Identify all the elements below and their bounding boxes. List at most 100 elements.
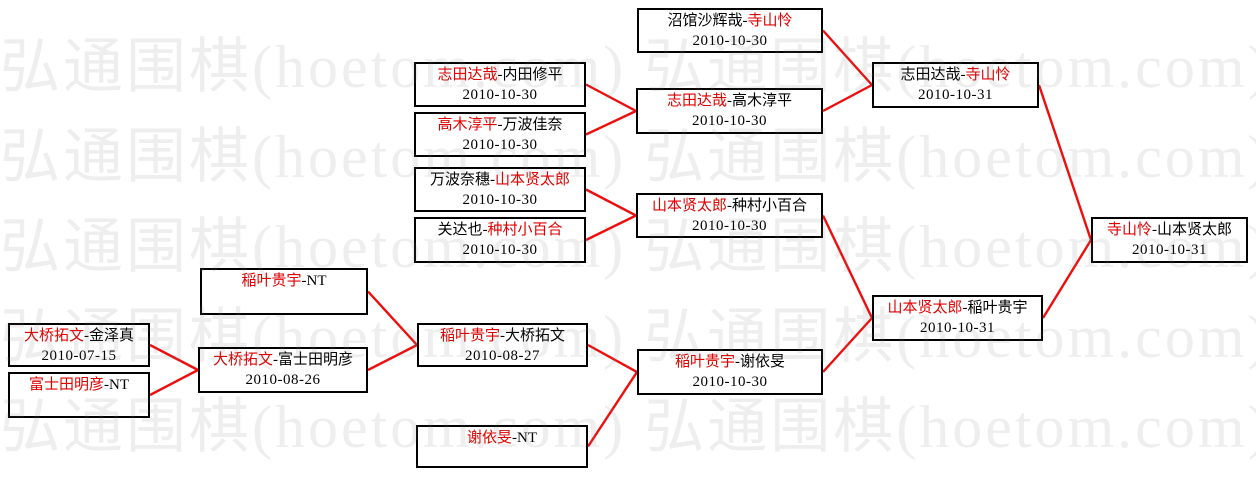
player-separator: - <box>735 354 740 370</box>
connector-line <box>822 29 873 86</box>
match-box: 大桥拓文-富士田明彦 2010-08-26 <box>198 347 368 393</box>
player2-name: 高木淳平 <box>732 93 793 109</box>
player2-name: 种村小百合 <box>732 198 808 214</box>
match-players: 志田达哉-高木淳平 <box>638 91 821 111</box>
connector-line <box>587 343 638 374</box>
match-date: 2010-10-30 <box>462 87 538 103</box>
player-separator: - <box>512 430 517 446</box>
match-players: 大桥拓文-富士田明彦 <box>200 350 366 370</box>
match-box: 富士田明彦-NT <box>8 372 150 418</box>
match-date <box>202 291 366 311</box>
match-box: 万波奈穗-山本贤太郎 2010-10-30 <box>414 167 586 212</box>
player1-name: 万波奈穗 <box>429 172 490 188</box>
player2-name: NT <box>306 273 327 289</box>
connector-line <box>822 83 873 113</box>
player1-name: 大桥拓文 <box>212 352 273 368</box>
player2-name: 寺山怜 <box>965 67 1011 83</box>
player-separator: - <box>104 377 109 393</box>
match-box: 志田达哉-寺山怜 2010-10-31 <box>872 62 1039 108</box>
player1-name: 富士田明彦 <box>28 377 104 393</box>
player-separator: - <box>727 93 732 109</box>
player1-name: 山本贤太郎 <box>887 300 963 316</box>
match-players: 志田达哉-寺山怜 <box>874 65 1037 85</box>
connector-line <box>821 214 874 319</box>
match-players: 沼馆沙辉哉-寺山怜 <box>639 11 821 31</box>
match-box: 山本贤太郎-稲叶贵宇 2010-10-31 <box>872 295 1043 341</box>
player2-name: NT <box>517 430 537 446</box>
match-players: 稲叶贵宇-大桥拓文 <box>419 326 586 346</box>
match-box: 稲叶贵宇-大桥拓文 2010-08-27 <box>417 323 588 367</box>
player-separator: - <box>960 67 966 83</box>
match-box: 谢依旻-NT <box>416 425 588 468</box>
player1-name: 稲叶贵宇 <box>241 273 302 289</box>
player2-name: 稲叶贵宇 <box>967 300 1028 316</box>
player-separator: - <box>84 328 89 344</box>
match-players: 稲叶贵宇-谢依旻 <box>639 352 821 372</box>
connector-line <box>149 343 199 372</box>
player1-name: 志田达哉 <box>666 93 727 109</box>
player-separator: - <box>482 222 488 238</box>
connector-line <box>367 343 418 372</box>
match-box: 大桥拓文-金泽真 2010-07-15 <box>8 323 150 367</box>
match-players: 寺山怜-山本贤太郎 <box>1093 220 1246 240</box>
match-date: 2010-10-30 <box>692 33 768 49</box>
match-players: 谢依旻-NT <box>418 428 586 448</box>
player2-name: 富士田明彦 <box>278 352 354 368</box>
player1-name: 志田达哉 <box>437 67 498 83</box>
match-date: 2010-07-15 <box>41 348 117 364</box>
match-date: 2010-08-26 <box>245 372 321 388</box>
match-date: 2010-10-30 <box>462 192 538 208</box>
match-players: 山本贤太郎-种村小百合 <box>638 196 821 216</box>
player-separator: - <box>962 300 968 316</box>
match-date: 2010-10-31 <box>1132 242 1207 258</box>
match-box: 志田达哉-高木淳平 2010-10-30 <box>636 88 823 134</box>
match-date: 2010-10-30 <box>692 113 767 129</box>
player2-name: 寺山怜 <box>747 13 793 29</box>
player-separator: - <box>742 13 748 29</box>
match-players: 大桥拓文-金泽真 <box>10 326 148 346</box>
connector-line <box>585 188 637 217</box>
player1-name: 稲叶贵宇 <box>674 354 735 370</box>
match-players: 高木淳平-万波佳奈 <box>416 115 584 135</box>
match-date <box>10 395 148 415</box>
player1-name: 谢依旻 <box>466 430 512 446</box>
player2-name: 谢依旻 <box>740 354 786 370</box>
player1-name: 沼馆沙辉哉 <box>667 13 743 29</box>
player2-name: NT <box>109 377 129 393</box>
match-date: 2010-10-31 <box>920 320 995 336</box>
connector-line <box>585 214 637 242</box>
player2-name: 金泽真 <box>89 328 135 344</box>
player-separator: - <box>497 117 503 133</box>
match-date <box>418 448 586 468</box>
player-separator: - <box>273 352 278 368</box>
connector-line <box>149 368 199 397</box>
player2-name: 种村小百合 <box>487 222 563 238</box>
match-players: 富士田明彦-NT <box>10 375 148 395</box>
match-date: 2010-08-27 <box>465 348 540 364</box>
match-box: 稲叶贵宇-NT <box>200 268 368 315</box>
connector-line <box>586 371 639 448</box>
player2-name: 山本贤太郎 <box>1157 222 1233 238</box>
player2-name: 山本贤太郎 <box>495 172 571 188</box>
match-date: 2010-10-31 <box>918 87 993 103</box>
match-box: 山本贤太郎-种村小百合 2010-10-30 <box>636 193 823 238</box>
player1-name: 寺山怜 <box>1106 222 1152 238</box>
connector-line <box>822 317 873 373</box>
player1-name: 大桥拓文 <box>23 328 84 344</box>
player2-name: 内田修平 <box>502 67 563 83</box>
player1-name: 志田达哉 <box>900 67 961 83</box>
player1-name: 高木淳平 <box>437 117 498 133</box>
connector-line <box>1041 239 1093 319</box>
match-players: 稲叶贵宇-NT <box>202 271 366 291</box>
match-date: 2010-10-30 <box>692 218 767 234</box>
player-separator: - <box>727 198 732 214</box>
match-players: 万波奈穗-山本贤太郎 <box>416 170 584 190</box>
match-date: 2010-10-30 <box>462 242 538 258</box>
match-players: 山本贤太郎-稲叶贵宇 <box>874 298 1041 318</box>
